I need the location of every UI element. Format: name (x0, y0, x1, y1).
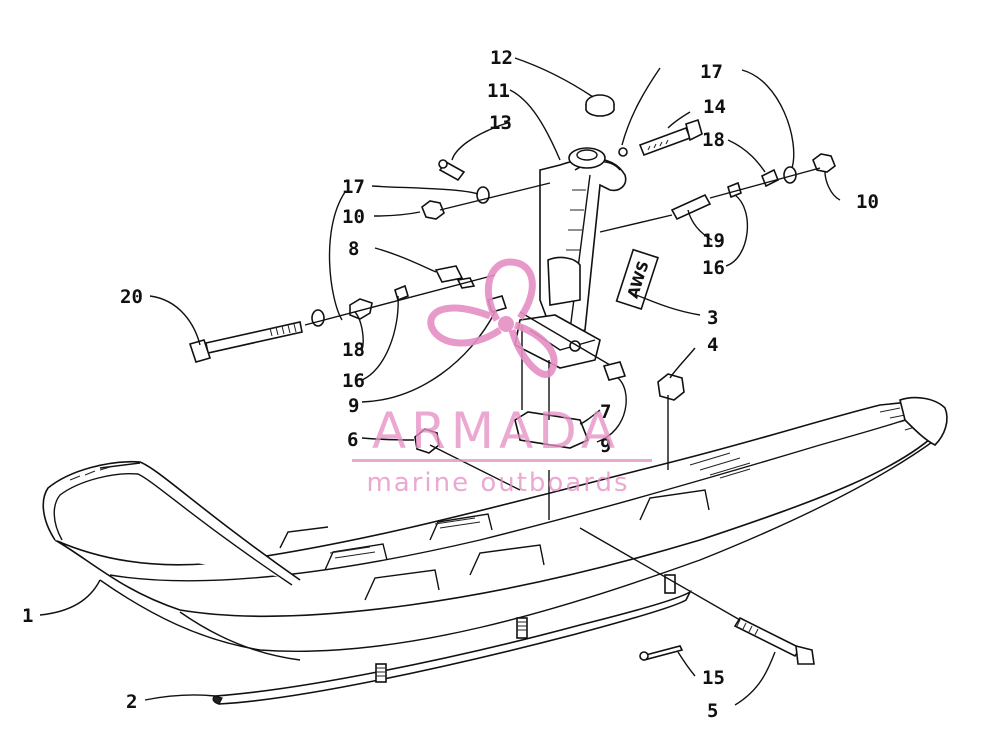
spacer-16-right (727, 181, 742, 199)
watermark-divider (352, 459, 652, 462)
callout-18-right: 18 (702, 129, 725, 151)
grease-fitting-13 (438, 159, 466, 182)
leader-lines (39, 57, 841, 706)
sleeve-19 (670, 193, 712, 221)
callout-12: 12 (490, 47, 513, 69)
callout-1: 1 (22, 605, 33, 627)
bolt-5 (733, 616, 815, 665)
cotter-pin-15 (639, 645, 684, 661)
callout-17-left: 17 (342, 176, 365, 198)
bolt-20 (188, 321, 303, 363)
callout-14: 14 (703, 96, 726, 118)
callout-8: 8 (348, 238, 359, 260)
spindle-column (514, 147, 627, 369)
watermark-brand: ARMADA (372, 402, 620, 460)
watermark: ARMADA marine outboards (352, 258, 652, 498)
callout-3: 3 (707, 307, 718, 329)
assembly-axes (304, 167, 821, 621)
callout-16-right: 16 (702, 257, 725, 279)
nut-10-right (812, 153, 836, 173)
callout-18-left: 18 (342, 339, 365, 361)
washer-17-top (618, 147, 628, 157)
callout-4: 4 (707, 334, 718, 356)
bushing-9-lower (602, 361, 627, 381)
callout-20: 20 (120, 286, 143, 308)
washer-17-lower (311, 309, 325, 327)
callout-2: 2 (126, 691, 137, 713)
callout-13: 13 (489, 112, 512, 134)
ski-handle-loop (42, 460, 301, 586)
callout-11: 11 (487, 80, 510, 102)
callout-5: 5 (707, 700, 718, 722)
callout-6: 6 (347, 429, 358, 451)
callout-7: 7 (600, 401, 611, 423)
callout-19: 19 (702, 230, 725, 252)
ski-body (54, 396, 948, 661)
propeller-logo (427, 258, 558, 378)
bushing-18-left (349, 298, 373, 320)
callouts: 1 2 3 4 5 6 7 8 9 9 10 10 11 12 13 14 15… (22, 47, 879, 722)
callout-9-left: 9 (348, 395, 359, 417)
wear-bar (212, 574, 692, 705)
callout-15: 15 (702, 667, 725, 689)
nut-10-left (421, 200, 445, 220)
saddle-7 (514, 411, 590, 449)
bushing-8 (434, 265, 464, 283)
callout-16-left: 16 (342, 370, 365, 392)
callout-10-left: 10 (342, 206, 365, 228)
cap-12 (585, 94, 615, 117)
nut-4 (657, 373, 685, 401)
watermark-tagline: marine outboards (366, 468, 629, 498)
aws-decal: AWS (615, 248, 659, 311)
callout-9-right: 9 (600, 435, 611, 457)
callout-17-right: 17 (700, 61, 723, 83)
bolt-14 (638, 118, 703, 157)
callout-10-right: 10 (856, 191, 879, 213)
